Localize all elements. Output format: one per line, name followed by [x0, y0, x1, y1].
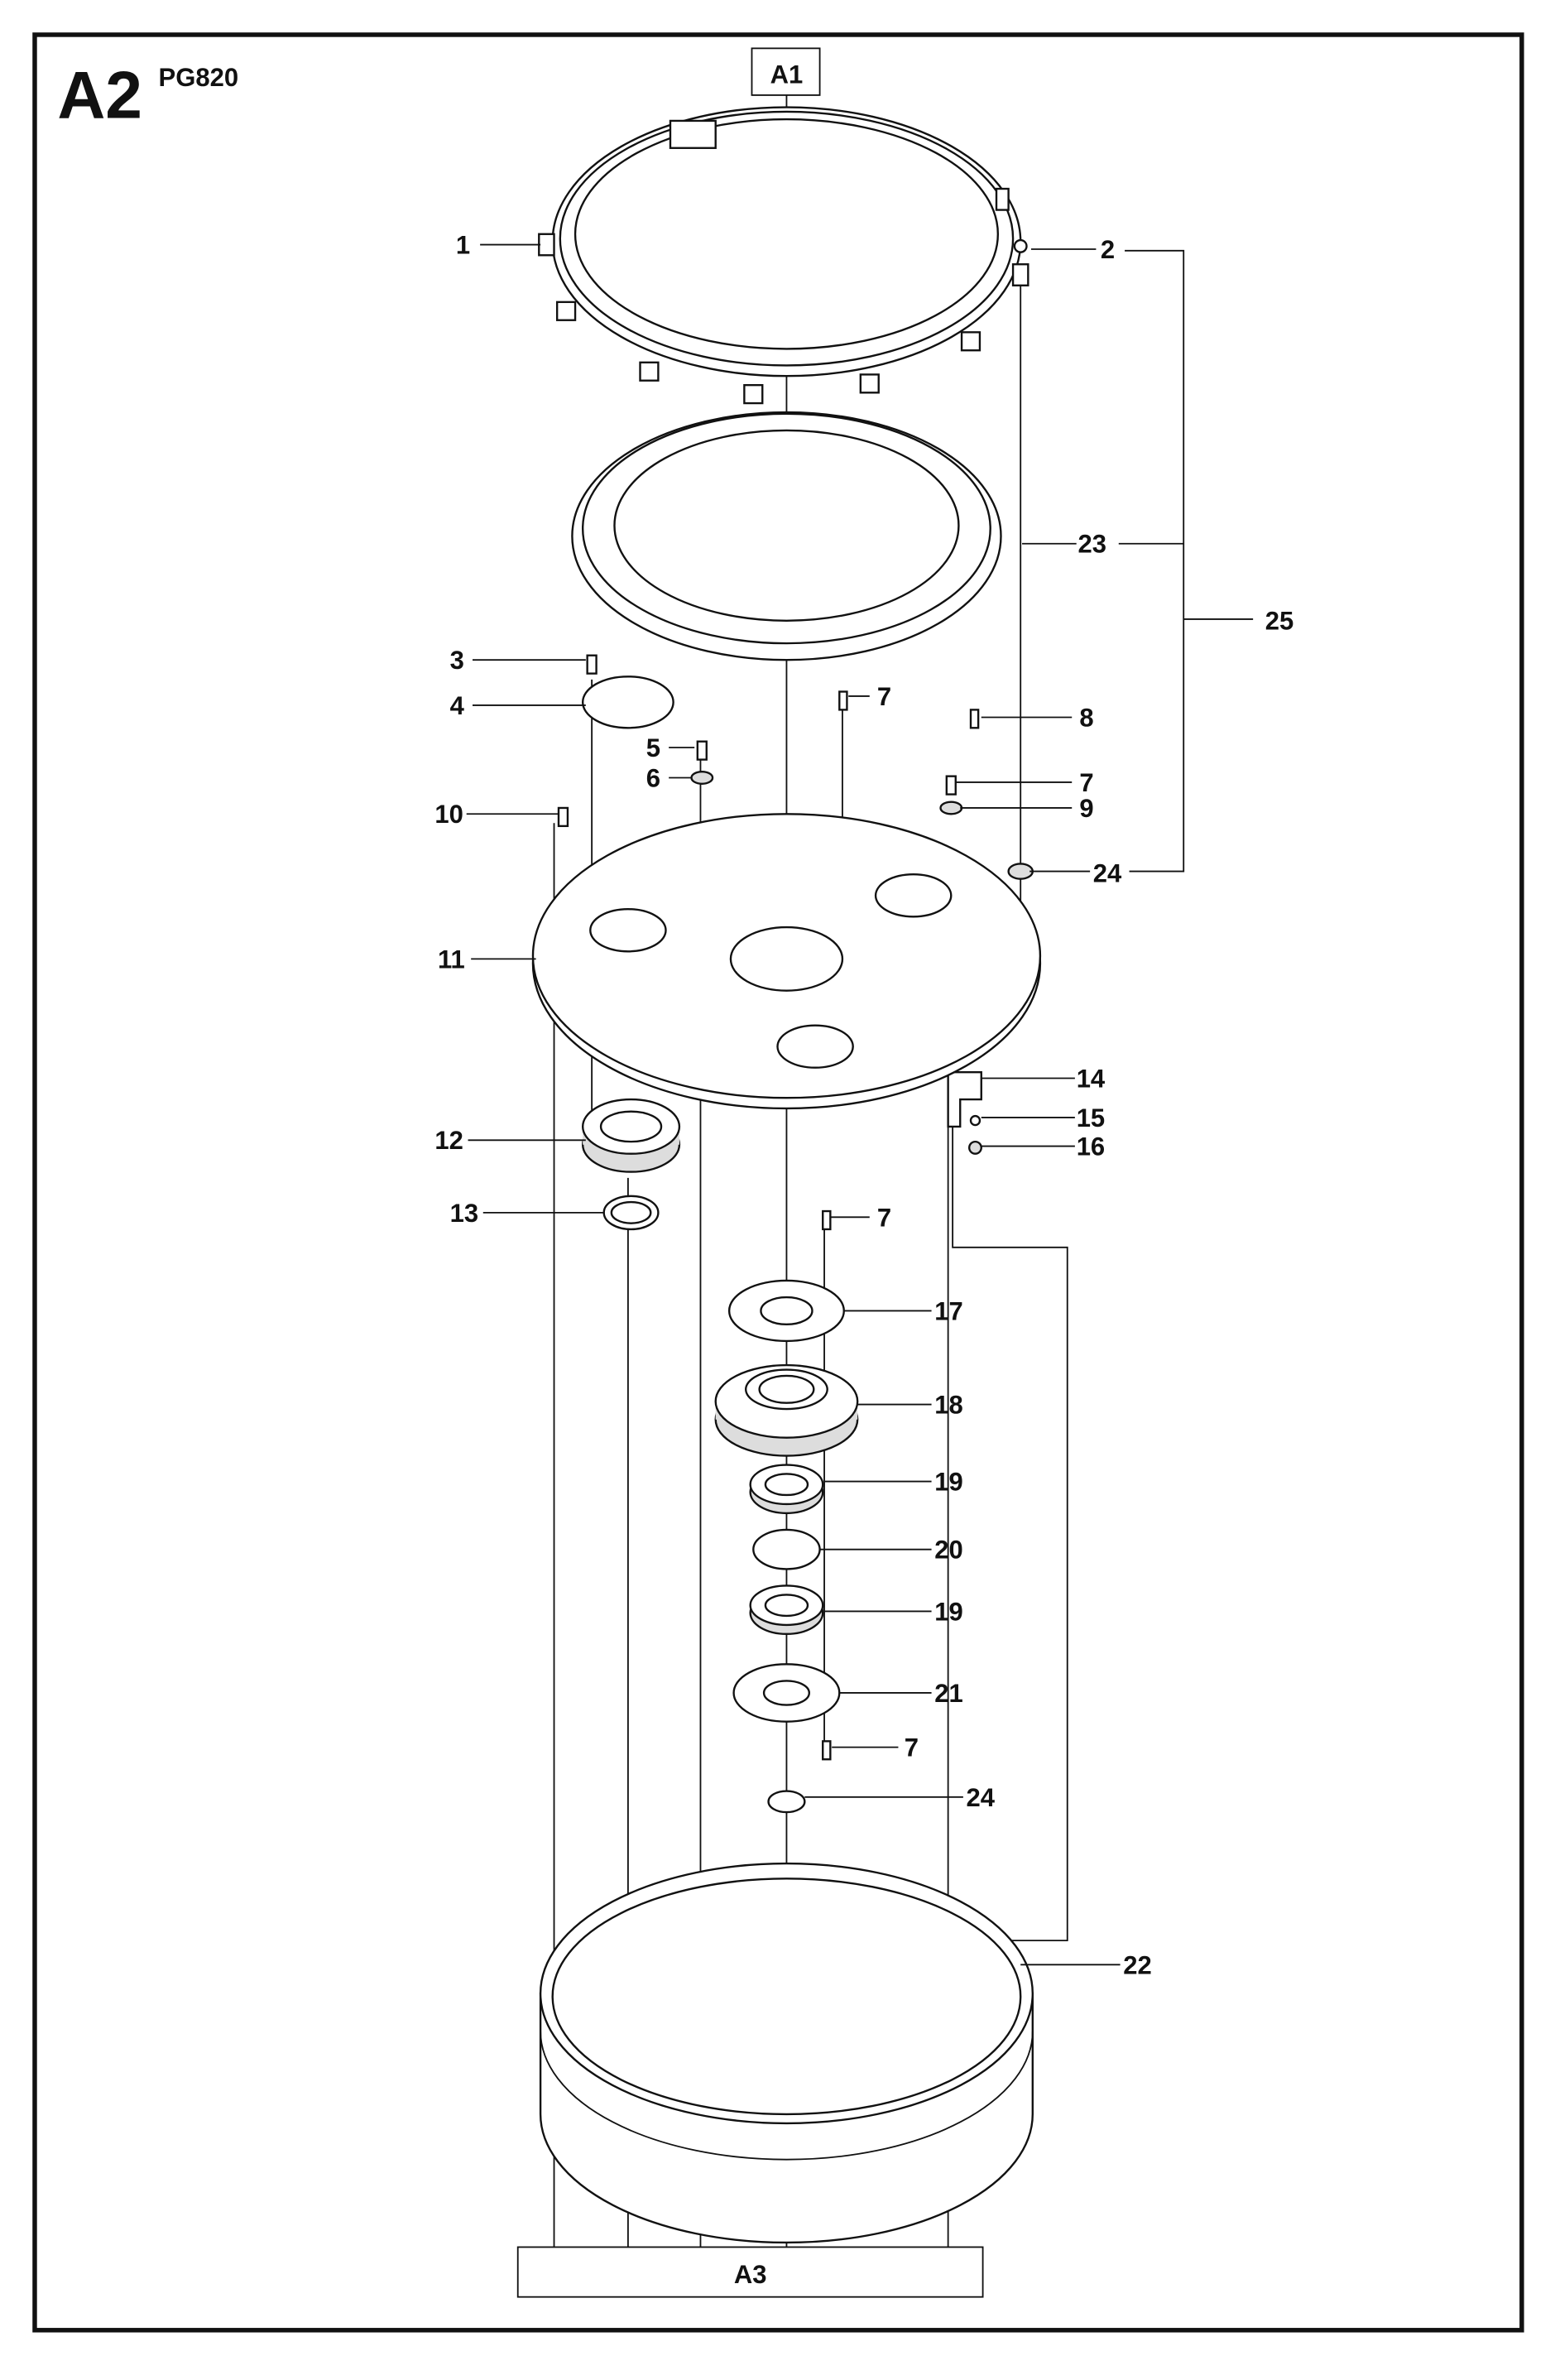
callout-label: 22 [1123, 1950, 1151, 1979]
part-bearing-19b [749, 1584, 824, 1636]
callout-label: 24 [1093, 858, 1122, 887]
callout-label: 6 [646, 763, 660, 792]
part-plate-11 [531, 813, 1042, 1110]
part-seal-12 [581, 1098, 681, 1173]
callout-label: 1 [456, 230, 470, 259]
svg-text:A1: A1 [770, 60, 804, 89]
callout-label: 9 [1079, 794, 1093, 823]
callout-label: 17 [934, 1296, 962, 1325]
part-housing-18 [714, 1363, 859, 1457]
callout-label: 7 [905, 1733, 919, 1762]
callout-label: 15 [1077, 1103, 1105, 1132]
callout-labels: 1 2 23 25 3 4 5 6 7 8 7 9 10 24 11 14 15… [434, 230, 1293, 1979]
callout-label: 24 [967, 1783, 996, 1812]
page-border [32, 32, 1524, 2333]
part-ring-23 [571, 411, 1002, 661]
callout-label: 19 [934, 1597, 962, 1626]
part-flange-17 [727, 1279, 845, 1343]
callout-label: 10 [434, 800, 463, 829]
ref-box-a1[interactable]: A1 [751, 47, 821, 96]
ref-box-a3[interactable]: A3 [516, 2246, 984, 2298]
part-ring-20 [752, 1528, 821, 1570]
svg-text:A3: A3 [734, 2260, 767, 2289]
small-fasteners [557, 654, 1034, 1761]
callout-label: 14 [1077, 1064, 1106, 1093]
callout-label: 4 [450, 691, 465, 720]
part-ring-1 [538, 106, 1029, 405]
callout-label: 2 [1101, 235, 1115, 264]
callout-label: 7 [877, 682, 891, 711]
part-bearing-19a [749, 1464, 824, 1515]
callout-label: 16 [1077, 1132, 1105, 1161]
callout-leaders [466, 243, 1254, 1966]
callout-label: 7 [877, 1203, 891, 1232]
section-title: A2 [57, 58, 142, 132]
part-cover-4 [581, 676, 674, 729]
callout-label: 12 [434, 1126, 463, 1155]
callout-label: 23 [1078, 530, 1106, 559]
callout-label: 3 [450, 646, 464, 675]
callout-label: 8 [1079, 703, 1093, 732]
callout-label: 19 [934, 1468, 962, 1497]
part-oring-13 [602, 1195, 660, 1231]
callout-label: 5 [646, 733, 660, 762]
model-label: PG820 [159, 63, 239, 92]
part-flange-21 [732, 1663, 841, 1723]
callout-label: 11 [438, 945, 465, 974]
callout-label: 13 [450, 1199, 478, 1228]
callout-label: 20 [934, 1536, 962, 1565]
part-circlip-24 [767, 1790, 806, 1814]
callout-label: 18 [934, 1390, 962, 1419]
part-base-22 [539, 1862, 1034, 2244]
callout-label: 21 [934, 1679, 962, 1708]
callout-label: 25 [1265, 607, 1293, 636]
callout-label: 7 [1079, 768, 1093, 797]
